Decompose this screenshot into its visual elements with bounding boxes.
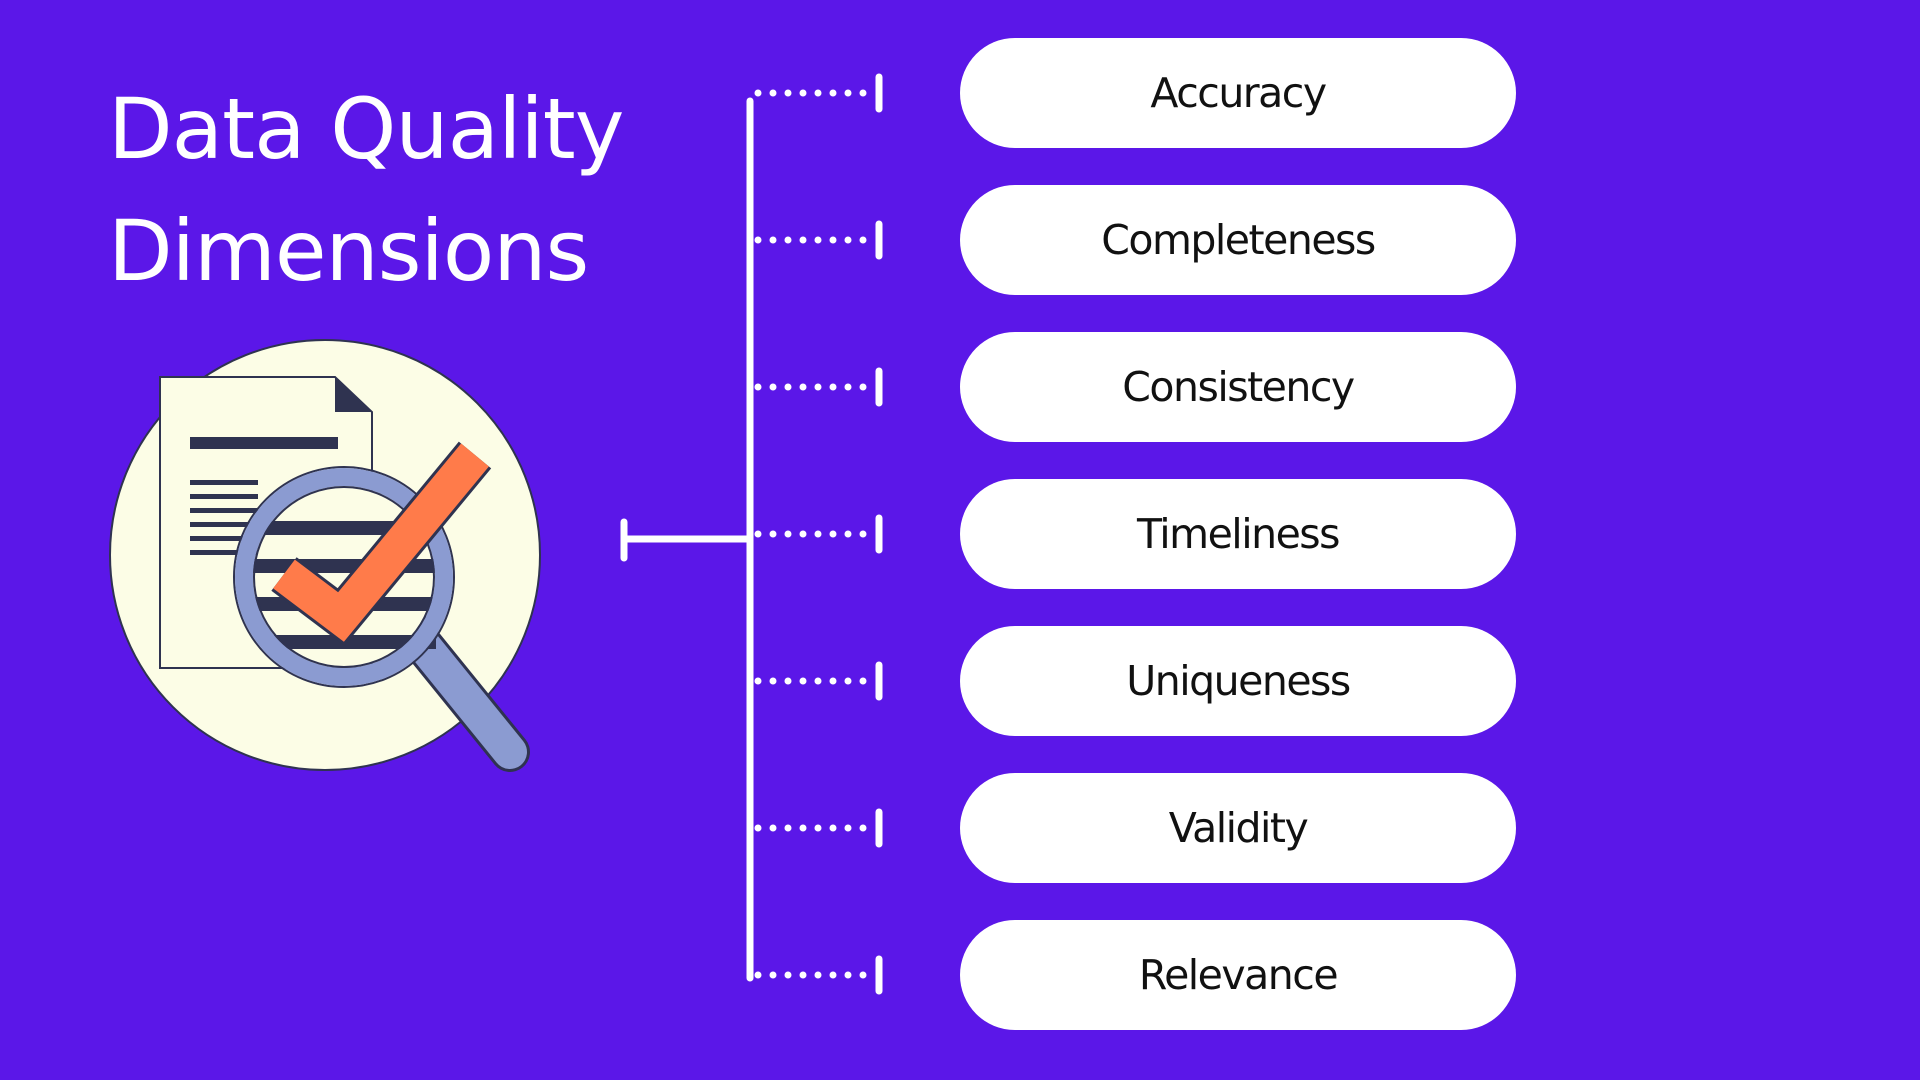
dimension-pill-accuracy[interactable]: Accuracy xyxy=(960,38,1516,148)
document-line xyxy=(190,437,338,449)
title-line-2: Dimensions xyxy=(108,202,589,300)
dimension-label: Relevance xyxy=(1138,951,1339,999)
dimension-pill-validity[interactable]: Validity xyxy=(960,773,1516,883)
document-magnifier-check-icon xyxy=(109,339,541,772)
dimension-pill-consistency[interactable]: Consistency xyxy=(960,332,1516,442)
document-line xyxy=(190,522,258,527)
document-line xyxy=(190,550,258,555)
dimension-label: Validity xyxy=(1168,804,1309,852)
document-corner-fold xyxy=(335,377,372,412)
document-line xyxy=(190,536,258,541)
page-title: Data Quality Dimensions xyxy=(108,68,624,312)
dimension-pill-relevance[interactable]: Relevance xyxy=(960,920,1516,1030)
dimension-label: Accuracy xyxy=(1150,69,1327,117)
checkmark-fill xyxy=(273,443,489,642)
document-line xyxy=(190,494,258,499)
dimension-label: Consistency xyxy=(1122,363,1355,411)
document-line xyxy=(190,480,258,485)
dimension-pill-uniqueness[interactable]: Uniqueness xyxy=(960,626,1516,736)
dimension-label: Timeliness xyxy=(1136,510,1341,558)
dimension-pill-completeness[interactable]: Completeness xyxy=(960,185,1516,295)
title-line-1: Data Quality xyxy=(108,80,624,178)
lens-line xyxy=(264,635,436,649)
magnifier-ring xyxy=(235,468,453,686)
magnifier-ring-inner-outline xyxy=(253,486,435,668)
dimension-list: Accuracy Completeness Consistency Timeli… xyxy=(960,0,1516,1080)
dimension-label: Completeness xyxy=(1101,216,1376,264)
document-line xyxy=(190,508,258,513)
dimension-pill-timeliness[interactable]: Timeliness xyxy=(960,479,1516,589)
dimension-label: Uniqueness xyxy=(1126,657,1351,705)
connector-tree xyxy=(620,73,883,995)
magnifier-ring-outline xyxy=(233,466,455,688)
